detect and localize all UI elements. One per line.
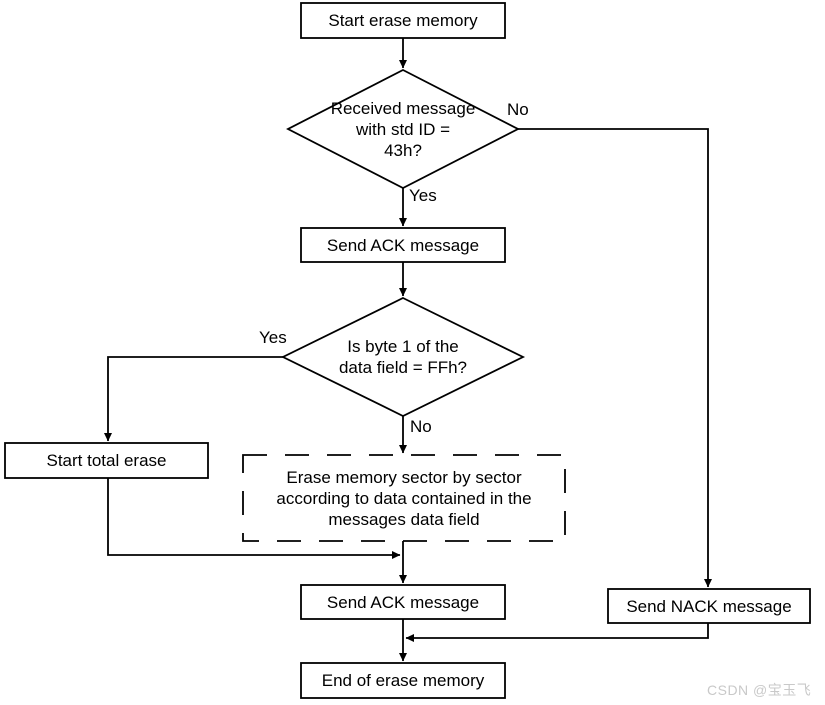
edge-byte1-yes-to-total-erase: [103, 356, 283, 442]
edge-label-std-id-yes: Yes: [409, 186, 437, 205]
node-shape-send-ack-2: [300, 584, 506, 620]
edge-decision-no-to-nack: [518, 128, 713, 588]
node-shape-end: [300, 662, 506, 699]
node-shape-decision-std-id: [286, 68, 520, 190]
edge-label-std-id-no: No: [507, 100, 529, 119]
node-shape-erase-sector: [242, 454, 566, 542]
node-shape-start: [300, 2, 506, 39]
node-shape-send-ack-1: [300, 227, 506, 263]
edge-label-byte1-no: No: [410, 417, 432, 436]
node-shape-send-nack: [607, 588, 811, 624]
node-shape-start-total-erase: [4, 442, 209, 479]
watermark-csdn: CSDN @宝玉飞: [707, 682, 812, 698]
node-shape-decision-byte1: [280, 296, 526, 418]
edge-nack-to-end-merge: [405, 623, 709, 643]
edge-label-byte1-yes: Yes: [259, 328, 287, 347]
edge-total-erase-to-merge: [107, 478, 401, 560]
